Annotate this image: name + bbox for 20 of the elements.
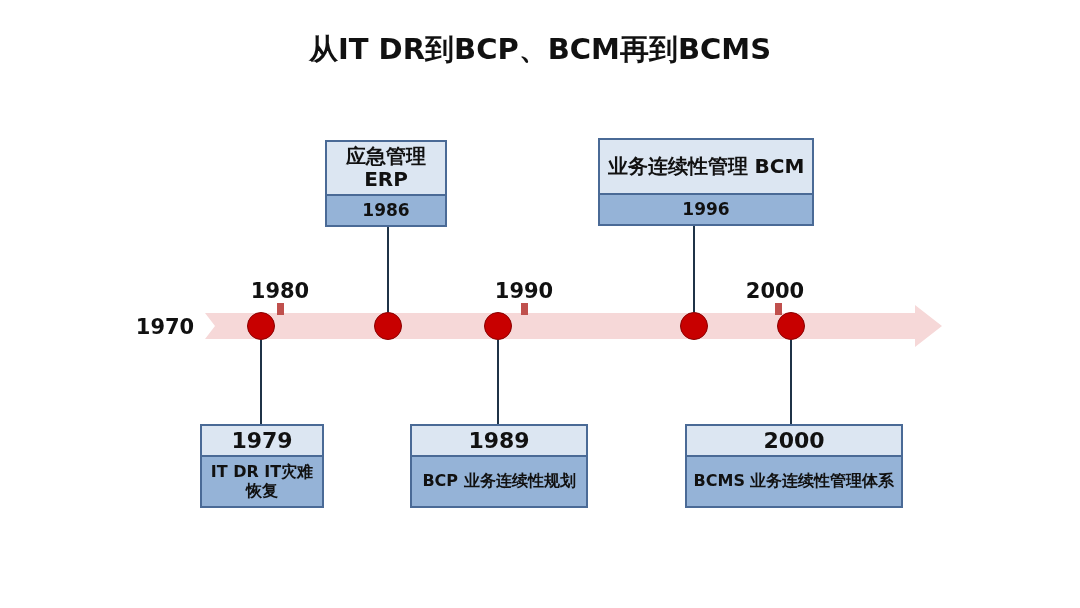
year-label: 1990 [494,279,554,303]
box-header: 业务连续性管理 BCM [600,140,812,195]
leader-line [693,225,695,313]
leader-line [497,339,499,425]
leader-line [790,339,792,425]
event-box [410,424,588,508]
event-box [598,138,814,226]
box-header: 2000 [687,426,901,457]
event-box [685,424,903,508]
leader-line [260,339,262,425]
box-header: 应急管理 ERP [327,142,445,196]
leader-line [387,226,389,313]
year-label: 2000 [745,279,805,303]
event-box [325,140,447,227]
year-label: 1970 [135,315,195,339]
box-header: 1979 [202,426,322,457]
year-label: 1980 [250,279,310,303]
event-box [200,424,324,508]
title: 从IT DR到BCP、BCM再到BCMS [308,32,772,66]
box-header: 1989 [412,426,586,457]
